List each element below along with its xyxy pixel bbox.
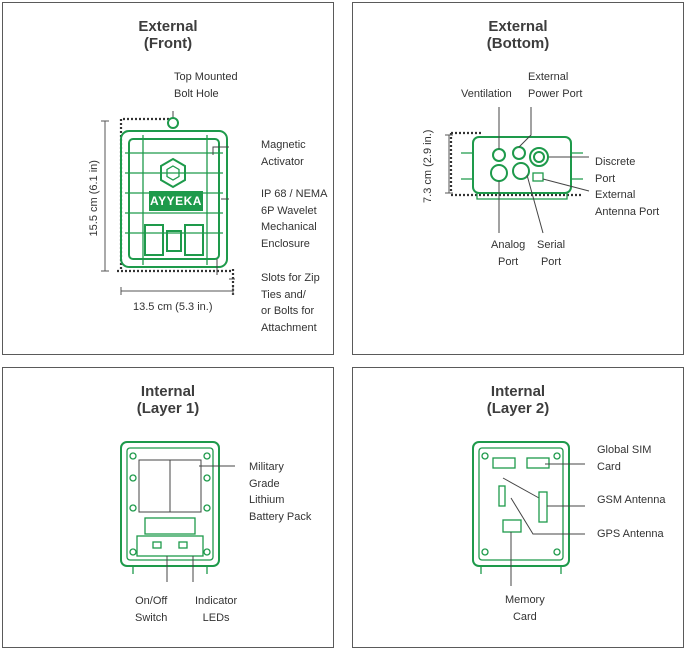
label-slots: Slots for Zip Ties and/ or Bolts for Att…: [261, 272, 320, 334]
label-gps-antenna: GPS Antenna: [597, 528, 664, 540]
label-height-dimension: 15.5 cm (6.1 in): [87, 160, 100, 237]
label-memory-card: Memory Card: [505, 594, 545, 623]
label-serial-port: Serial Port: [537, 239, 566, 268]
bottom-device-drawing: [445, 107, 590, 234]
label-magnetic-activator: Magnetic Activator: [261, 139, 306, 168]
label-indicator-leds: Indicator LEDs: [195, 595, 238, 624]
panel-external-front: External (Front) AYYEKA Top Mounted Bolt…: [2, 2, 334, 355]
panel-external-bottom: External (Bottom) Ventilation External P…: [352, 2, 684, 355]
label-ventilation: Ventilation: [461, 88, 512, 100]
label-global-sim-card: Global SIM Card: [597, 444, 652, 473]
label-gsm-antenna: GSM Antenna: [597, 494, 666, 506]
panel-title: Internal (Layer 1): [136, 383, 200, 417]
layer1-device-drawing: [120, 441, 235, 582]
label-power-port: External Power Port: [528, 71, 583, 100]
panel-title: External (Bottom): [486, 18, 550, 52]
layer2-device-drawing: [472, 441, 585, 586]
label-analog-port: Analog Port: [491, 239, 526, 268]
label-bolt-hole: Top Mounted Bolt Hole: [174, 71, 238, 100]
label-battery-pack: Military Grade Lithium Battery Pack: [249, 461, 312, 523]
label-discrete-port: Discrete Port: [595, 156, 636, 185]
label-enclosure: IP 68 / NEMA 6P Wavelet Mechanical Enclo…: [261, 188, 328, 250]
label-width-dimension: 13.5 cm (5.3 in.): [133, 301, 213, 313]
label-antenna-port: External Antenna Port: [595, 189, 660, 218]
panel-title: External (Front): [138, 18, 198, 52]
panel-title: Internal (Layer 2): [486, 383, 550, 417]
panel-internal-layer-2: Internal (Layer 2) Global SIM Card GSM A…: [352, 367, 684, 648]
brand-logo: AYYEKA: [149, 191, 203, 211]
label-height-dimension: 7.3 cm (2.9 in.): [421, 129, 434, 203]
label-on-off-switch: On/Off Switch: [135, 595, 168, 624]
panel-internal-layer-1: Internal (Layer 1) Military Grade Lithiu…: [2, 367, 334, 648]
